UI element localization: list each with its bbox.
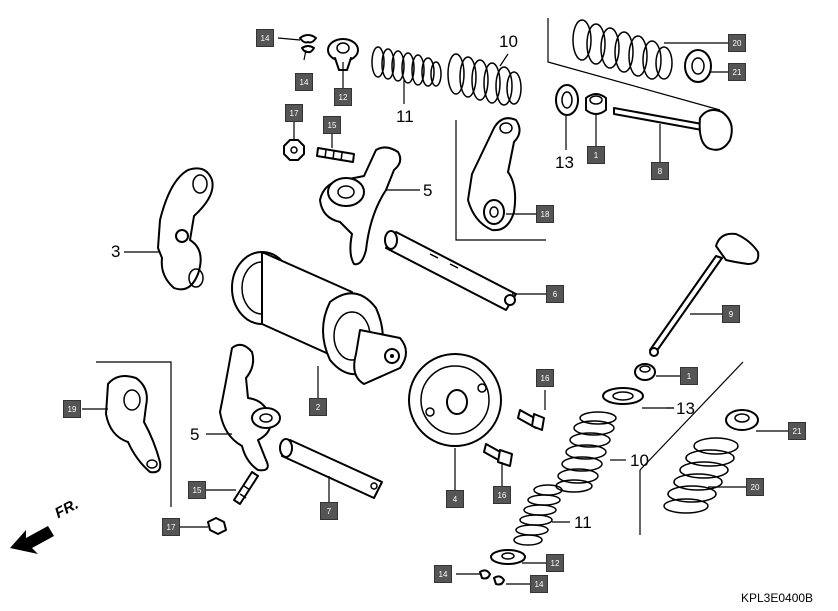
outer-spring-20-upper bbox=[572, 19, 673, 80]
callout-number-10: 10 bbox=[630, 451, 649, 470]
callout-number-3: 3 bbox=[111, 242, 121, 261]
callout-box-15: 15 bbox=[323, 116, 341, 134]
cam-sprocket-bolt-lower bbox=[483, 443, 513, 467]
adjusting-screw-lower bbox=[233, 471, 259, 505]
callout-box-21: 21 bbox=[728, 63, 746, 81]
callout-box-19: 19 bbox=[63, 400, 81, 418]
rocker-arm-18 bbox=[467, 117, 521, 232]
cam-sprocket bbox=[408, 353, 502, 447]
callout-box-14: 14 bbox=[434, 565, 452, 583]
callout-box-4: 4 bbox=[446, 490, 464, 508]
group-bracket-lines bbox=[96, 18, 744, 535]
callout-box-1: 1 bbox=[680, 367, 698, 385]
camshaft bbox=[231, 251, 407, 385]
spring-retainer-upper bbox=[327, 38, 359, 71]
callout-box-20: 20 bbox=[746, 478, 764, 496]
rocker-arm-5-upper bbox=[319, 146, 402, 266]
front-direction-arrow bbox=[10, 526, 54, 554]
callout-box-8: 8 bbox=[651, 162, 669, 180]
callout-box-15: 15 bbox=[188, 481, 206, 499]
cam-sprocket-bolt-upper bbox=[517, 409, 545, 431]
drawing-code: KPL3E0400B bbox=[741, 591, 814, 605]
callout-number-11: 11 bbox=[396, 107, 414, 126]
spring-washer-upper bbox=[555, 84, 579, 116]
callout-box-14: 14 bbox=[530, 575, 548, 593]
valve-stem-seal-lower bbox=[634, 363, 656, 381]
rocker-arm-19 bbox=[105, 375, 162, 474]
leader-lines bbox=[82, 37, 788, 585]
callout-box-1: 1 bbox=[587, 146, 605, 164]
inner-spring-upper bbox=[371, 46, 442, 87]
callout-box-20: 20 bbox=[728, 34, 746, 52]
intake-valve bbox=[649, 232, 760, 357]
valve-cotter-upper bbox=[299, 34, 317, 54]
rocker-arm-3 bbox=[157, 167, 214, 291]
callout-box-17: 17 bbox=[162, 518, 180, 536]
exhaust-valve bbox=[613, 107, 733, 151]
callout-number-10: 10 bbox=[499, 32, 518, 51]
callout-number-11: 11 bbox=[574, 513, 592, 532]
callout-number-5: 5 bbox=[190, 425, 200, 444]
lock-nut-lower bbox=[207, 517, 227, 535]
callout-box-12: 12 bbox=[334, 88, 352, 106]
rocker-shaft-6 bbox=[384, 230, 517, 311]
callout-number-13: 13 bbox=[676, 399, 695, 418]
callout-box-16: 16 bbox=[536, 369, 554, 387]
outer-spring-lower bbox=[555, 411, 617, 493]
adjusting-screw-upper bbox=[316, 147, 355, 163]
callout-number-5: 5 bbox=[423, 181, 433, 200]
callout-box-6: 6 bbox=[546, 285, 564, 303]
callout-box-16: 16 bbox=[493, 486, 511, 504]
outer-spring-upper bbox=[447, 53, 522, 106]
spring-seat-upper bbox=[684, 49, 712, 83]
spring-washer-lower bbox=[602, 387, 644, 405]
callout-box-17: 17 bbox=[285, 104, 303, 122]
valve-stem-seal-upper bbox=[585, 93, 607, 115]
callout-box-21: 21 bbox=[788, 422, 806, 440]
spring-seat-lower bbox=[725, 409, 759, 431]
valve-cotter-lower bbox=[479, 569, 505, 586]
callout-number-13: 13 bbox=[555, 153, 574, 172]
callout-box-9: 9 bbox=[722, 305, 740, 323]
callout-box-18: 18 bbox=[536, 205, 554, 223]
rocker-arm-5-lower bbox=[219, 343, 281, 472]
lock-nut-upper bbox=[283, 139, 305, 161]
callout-box-7: 7 bbox=[320, 502, 338, 520]
rocker-shaft-7 bbox=[279, 438, 383, 499]
callout-box-14: 14 bbox=[295, 73, 313, 91]
spring-retainer-lower bbox=[490, 549, 526, 565]
callout-box-14: 14 bbox=[256, 29, 274, 47]
inner-spring-lower bbox=[513, 484, 563, 546]
callout-box-2: 2 bbox=[309, 398, 327, 416]
outer-spring-20-lower bbox=[663, 437, 739, 514]
callout-box-12: 12 bbox=[546, 554, 564, 572]
